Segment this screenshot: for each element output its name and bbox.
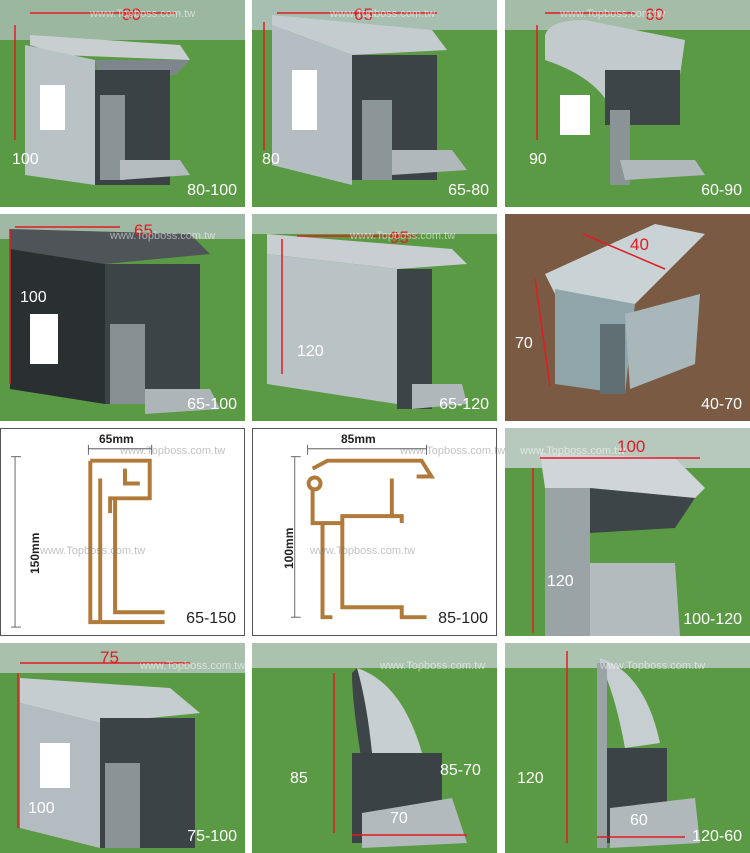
panel-40-70: 40 70 40-70 <box>505 214 750 421</box>
profile-code: 65-150 <box>186 610 236 627</box>
watermark: www.Topboss.com.tw <box>350 230 456 242</box>
profile-drawing <box>290 444 436 620</box>
profile-photo <box>505 214 750 421</box>
profile-photo <box>505 428 750 636</box>
width-dimension: 80 <box>122 5 141 24</box>
panel-80-100: 80 100 80-100 <box>0 0 245 207</box>
watermark: www.Topboss.com.tw <box>380 660 486 672</box>
panel-75-100: 75 100 75-100 <box>0 643 245 853</box>
height-dimension: 80 <box>262 151 280 168</box>
profile-photo <box>0 643 245 853</box>
watermark: www.Topboss.com.tw <box>520 445 626 457</box>
width-dimension: 60 <box>645 5 664 24</box>
width-dimension: 65mm <box>99 432 134 446</box>
panel-65-80: 65 80 65-80 <box>252 0 497 207</box>
height-dimension: 70 <box>515 335 533 352</box>
profile-photo <box>252 643 497 853</box>
panel-100-120: 100 120 100-120 <box>505 428 750 636</box>
profile-photo <box>0 0 245 207</box>
watermark: www.Topboss.com.tw <box>560 8 666 20</box>
width-dimension: 85mm <box>341 432 376 446</box>
width-dimension: 70 <box>390 810 408 827</box>
height-dimension: 100 <box>20 289 47 306</box>
profile-code: 65-100 <box>187 396 237 413</box>
profile-photo <box>252 0 497 207</box>
width-dimension: 65 <box>134 221 153 240</box>
height-dimension: 100mm <box>282 527 296 569</box>
panel-120-60: 60 120 120-60 <box>505 643 750 853</box>
profile-photo <box>0 214 245 421</box>
profile-photo <box>505 0 750 207</box>
height-dimension: 120 <box>547 573 574 590</box>
profile-code: 40-70 <box>701 396 742 413</box>
profile-code: 85-70 <box>440 762 481 779</box>
panel-60-90: 60 90 60-90 <box>505 0 750 207</box>
panel-65-100: 65 100 65-100 <box>0 214 245 421</box>
panel-85-70: 70 85 85-70 <box>252 643 497 853</box>
width-dimension: 95 <box>390 228 409 247</box>
watermark: www.Topboss.com.tw <box>90 8 196 20</box>
width-dimension: 60 <box>630 812 648 829</box>
profile-code: 75-100 <box>187 828 237 845</box>
width-dimension: 75 <box>100 648 119 667</box>
profile-code: 85-100 <box>438 610 488 627</box>
width-dimension: 40 <box>630 235 649 254</box>
watermark: www.Topboss.com.tw <box>40 545 146 557</box>
height-dimension: 85 <box>290 770 308 787</box>
watermark: www.Topboss.com.tw <box>400 445 506 457</box>
watermark: www.Topboss.com.tw <box>110 230 216 242</box>
watermark: www.Topboss.com.tw <box>120 445 226 457</box>
watermark: www.Topboss.com.tw <box>140 660 246 672</box>
profile-code: 100-120 <box>683 611 742 628</box>
height-dimension: 120 <box>517 770 544 787</box>
profile-photo <box>505 643 750 853</box>
profile-code: 120-60 <box>692 828 742 845</box>
profile-code: 65-80 <box>448 182 489 199</box>
height-dimension: 120 <box>297 343 324 360</box>
height-dimension: 90 <box>529 151 547 168</box>
watermark: www.Topboss.com.tw <box>330 8 436 20</box>
height-dimension: 100 <box>12 151 39 168</box>
width-dimension: 65 <box>354 5 373 24</box>
profile-code: 60-90 <box>701 182 742 199</box>
height-dimension: 100 <box>28 800 55 817</box>
panel-65-120: 95 120 65-120 <box>252 214 497 421</box>
profile-photo <box>252 214 497 421</box>
panel-65-150: 65mm 150mm 65-150 <box>0 428 245 636</box>
width-dimension: 100 <box>617 437 646 456</box>
panel-85-100: 85mm 100mm 85-100 <box>252 428 497 636</box>
profile-code: 80-100 <box>187 182 237 199</box>
profile-drawing <box>11 444 165 628</box>
watermark: www.Topboss.com.tw <box>310 545 416 557</box>
profile-code: 65-120 <box>439 396 489 413</box>
watermark: www.Topboss.com.tw <box>600 660 706 672</box>
